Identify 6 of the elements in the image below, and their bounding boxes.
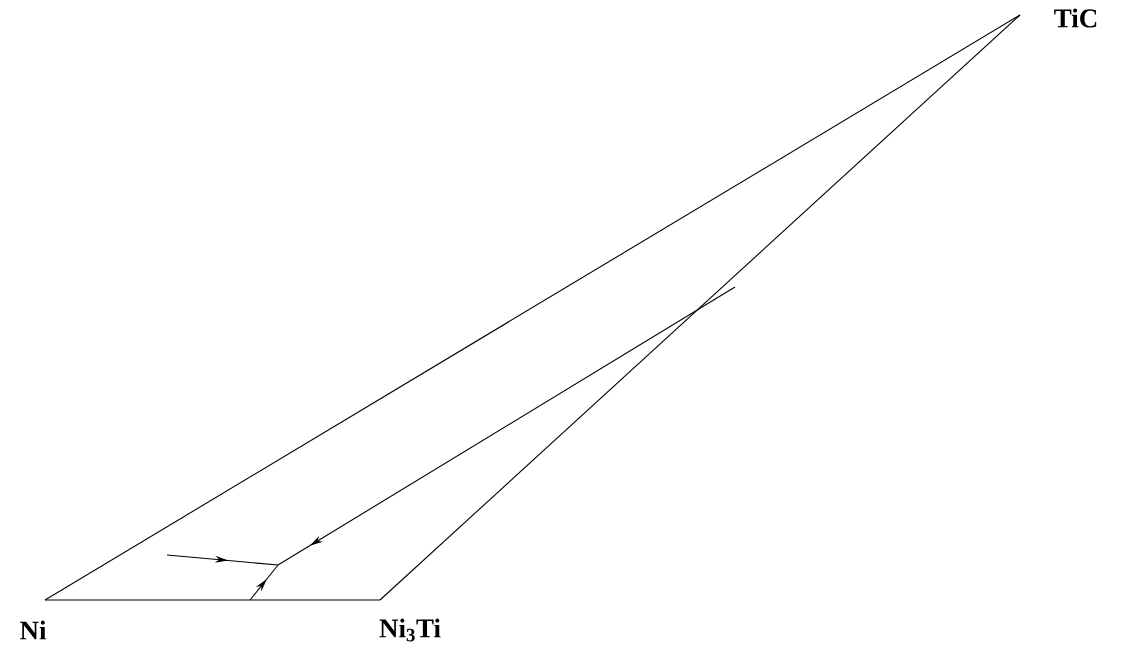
boundary-line — [379, 14, 1021, 601]
boundary-line — [44, 599, 381, 601]
vertex-label: Ni$_{3}$Ti — [379, 618, 441, 642]
vertex-label: TiC — [1054, 8, 1097, 28]
boundary-line — [44, 14, 1021, 601]
vertex-label: Ni — [20, 620, 47, 640]
